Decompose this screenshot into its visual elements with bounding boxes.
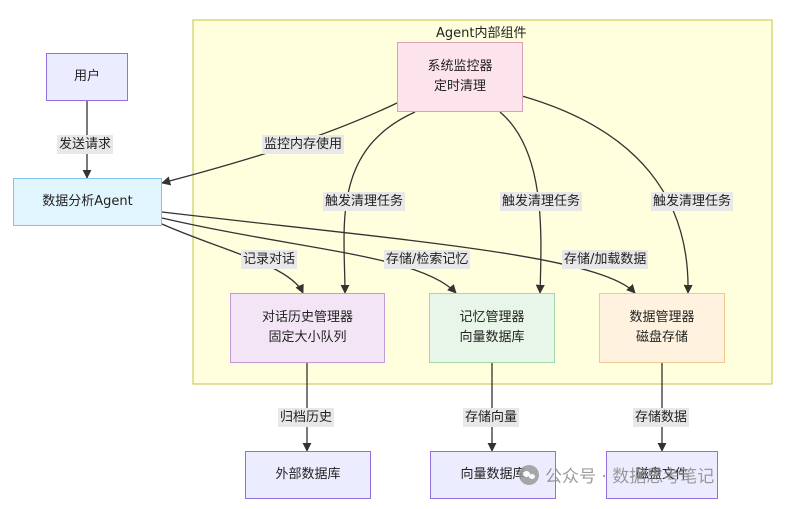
edge-label-monitor-memory: 监控内存使用 — [262, 135, 345, 154]
node-data-manager-line2: 磁盘存储 — [635, 330, 688, 345]
node-user-label: 用户 — [73, 69, 100, 84]
node-history-manager-line1: 对话历史管理器 — [261, 310, 353, 325]
edge-agent-to-data — [161, 211, 636, 294]
edge-label-trigger-cleanup-1: 触发清理任务 — [323, 192, 406, 211]
node-data-manager-line1: 数据管理器 — [629, 310, 695, 325]
edge-label-store-retrieve-memory: 存储/检索记忆 — [384, 250, 471, 269]
node-disk-file: 磁盘文件 — [606, 451, 718, 499]
watermark-text: 公众号 · 数据思考笔记 — [545, 467, 715, 487]
node-history-manager-line2: 固定大小队列 — [268, 330, 347, 345]
edge-label-store-vectors: 存储向量 — [463, 408, 520, 427]
node-user: 用户 — [46, 53, 128, 101]
edge-label-trigger-cleanup-2: 触发清理任务 — [500, 192, 583, 211]
edge-label-store-load-data: 存储/加载数据 — [562, 250, 649, 269]
edge-agent-to-memory — [161, 217, 457, 294]
watermark: 公众号 · 数据思考笔记 — [519, 462, 714, 487]
node-analysis-agent: 数据分析Agent — [13, 178, 162, 226]
node-analysis-agent-label: 数据分析Agent — [42, 194, 133, 209]
edge-label-archive-history: 归档历史 — [278, 408, 335, 427]
edge-label-trigger-cleanup-3: 触发清理任务 — [651, 192, 734, 211]
node-memory-manager-line1: 记忆管理器 — [459, 310, 525, 325]
node-vector-db-label: 向量数据库 — [460, 467, 526, 482]
node-memory-manager-line2: 向量数据库 — [459, 330, 525, 345]
node-external-db-label: 外部数据库 — [275, 467, 341, 482]
node-external-db: 外部数据库 — [245, 451, 371, 499]
edge-monitor-to-data — [521, 95, 693, 294]
node-disk-file-label: 磁盘文件 — [635, 467, 688, 482]
edge-label-send-request: 发送请求 — [57, 135, 114, 154]
wechat-logo-icon — [519, 464, 539, 485]
cluster-title: Agent内部组件 — [436, 26, 527, 41]
node-system-monitor: 系统监控器 定时清理 — [397, 42, 523, 112]
node-system-monitor-line2: 定时清理 — [433, 79, 486, 94]
node-system-monitor-line1: 系统监控器 — [427, 59, 493, 74]
node-memory-manager: 记忆管理器 向量数据库 — [429, 293, 555, 363]
edge-label-store-data: 存储数据 — [633, 408, 690, 427]
node-history-manager: 对话历史管理器 固定大小队列 — [230, 293, 385, 363]
node-data-manager: 数据管理器 磁盘存储 — [599, 293, 725, 363]
edge-label-record-dialog: 记录对话 — [241, 250, 298, 269]
